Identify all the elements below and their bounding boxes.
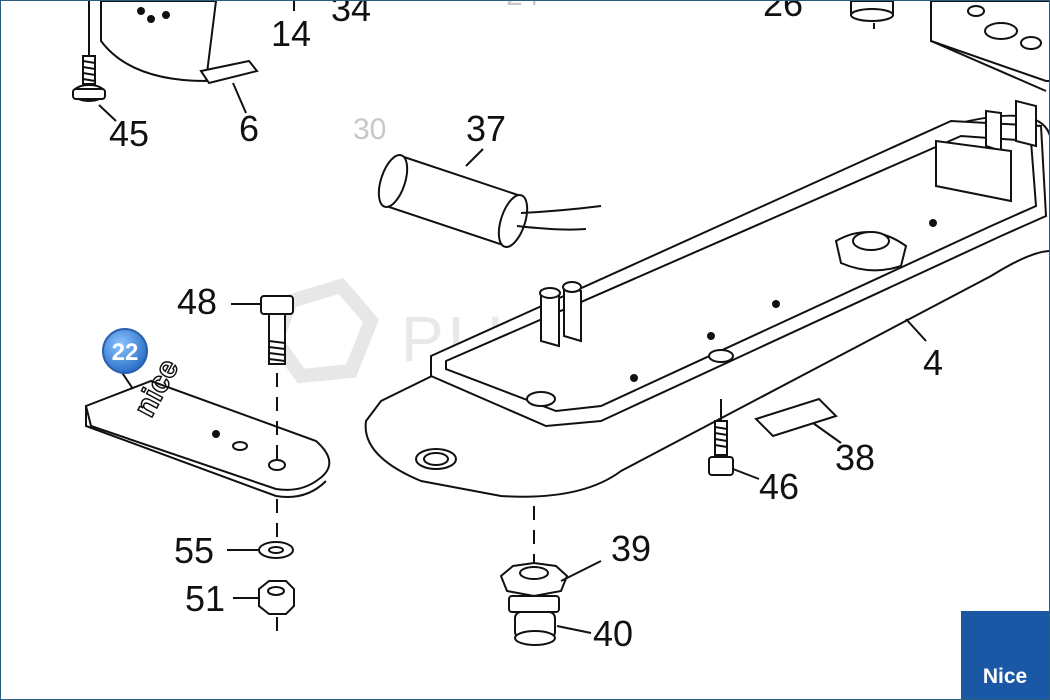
capacitor-37 [377,154,602,248]
bolt-48 [260,295,294,365]
brand-label: Nice [982,665,1028,688]
faded-callout-24: 24 [506,1,539,12]
badge-number: 22 [112,339,139,366]
screw-45 [72,1,106,102]
callout-39: 39 [611,528,651,569]
callout-37: 37 [466,108,506,149]
callout-40: 40 [593,613,633,654]
bracket-part [930,1,1049,92]
motor-cap-part [100,1,259,85]
cable-gland-40 [508,595,560,646]
callout-48: 48 [177,281,217,322]
callout-46: 46 [759,466,799,507]
part-number-badge: 22 [102,328,148,374]
nut-51 [258,580,295,615]
faded-callout-30: 30 [353,113,386,146]
mounting-plate-22 [84,379,331,498]
label-sticker-38 [754,397,838,438]
callout-34: 34 [331,1,371,29]
housing-base-4 [364,99,1049,498]
callout-26: 26 [763,1,803,24]
callout-6: 6 [239,108,259,149]
callout-45: 45 [109,113,149,154]
callout-51: 51 [185,578,225,619]
nice-brand-logo: Nice [961,611,1049,699]
knob-39 [499,561,569,598]
washer-26 [850,1,894,22]
callout-14: 14 [271,13,311,54]
callout-4: 4 [923,342,943,383]
screw-46 [708,399,734,476]
washer-55 [258,541,294,559]
callout-55: 55 [174,530,214,571]
callout-38: 38 [835,437,875,478]
